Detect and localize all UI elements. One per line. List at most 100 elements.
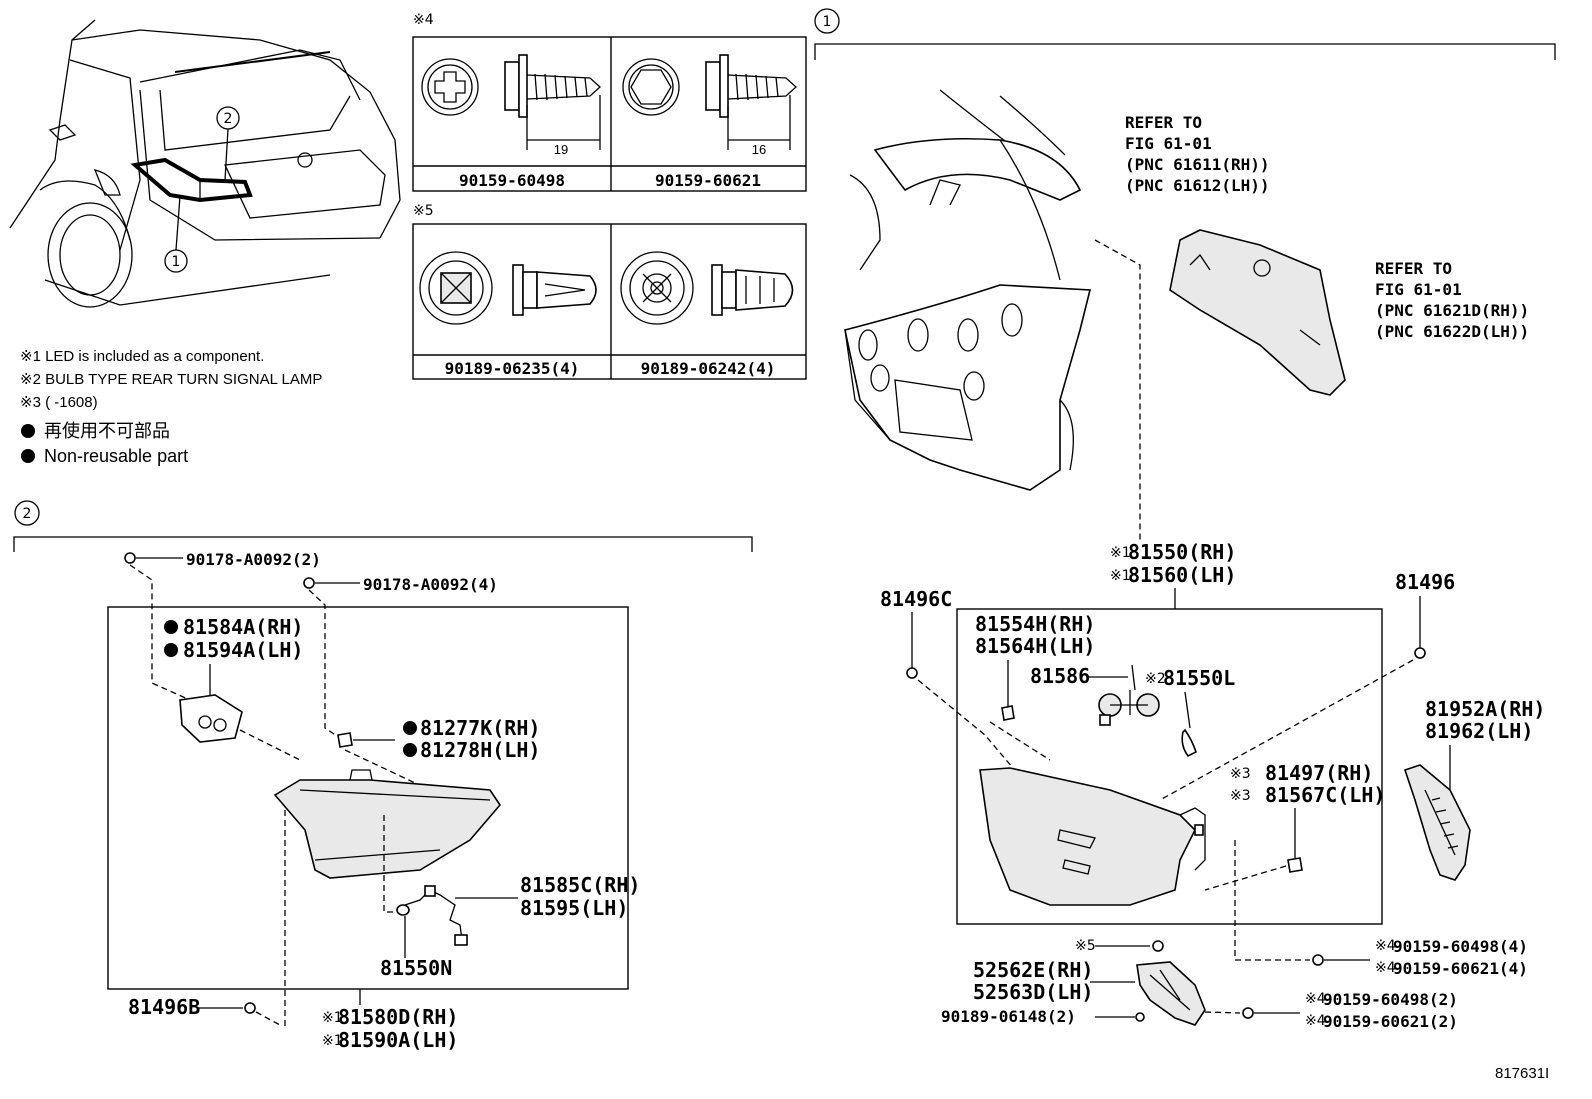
screw-icon bbox=[906, 667, 918, 679]
mark-5-heading: ※5 bbox=[413, 203, 434, 219]
callout-2-overview: 2 bbox=[224, 111, 233, 127]
rear-lamp-inner bbox=[273, 779, 502, 879]
part-81564H-LH: 81564H(LH) bbox=[975, 634, 1095, 658]
screw-icon bbox=[1312, 954, 1324, 966]
part-90159-60498-box: 90159-60498 bbox=[459, 171, 565, 190]
part-81496C: 81496C bbox=[880, 587, 952, 611]
part-81590A-LH: 81590A(LH) bbox=[338, 1028, 458, 1052]
clip-2-icon bbox=[620, 251, 794, 325]
part-90189-06242-box: 90189-06242(4) bbox=[641, 359, 776, 378]
callout-1-overview: 1 bbox=[172, 254, 181, 270]
part-81586: 81586 bbox=[1030, 664, 1090, 688]
refer-2-line2: FIG 61-01 bbox=[1375, 280, 1462, 299]
part-81277K-RH: 81277K(RH) bbox=[420, 716, 540, 740]
mark-4-b: ※4 bbox=[1375, 960, 1396, 976]
part-52562E-RH: 52562E(RH) bbox=[973, 958, 1093, 982]
part-81595-LH: 81595(LH) bbox=[520, 896, 628, 920]
refer-2-pnc-lh: (PNC 61622D(LH)) bbox=[1375, 322, 1529, 341]
non-reusable-dot-icon bbox=[21, 449, 35, 463]
part-90159-60621-2: 90159-60621(2) bbox=[1323, 1012, 1458, 1031]
lamp-cover-panel bbox=[1169, 229, 1346, 396]
legend-notes: ※1 LED is included as a component. ※2 BU… bbox=[20, 348, 322, 466]
part-81567C-LH: 81567C(LH) bbox=[1265, 783, 1385, 807]
clip-1-icon bbox=[419, 251, 597, 325]
screw-1-length: 19 bbox=[554, 142, 568, 157]
part-90159-60498-2: 90159-60498(2) bbox=[1323, 990, 1458, 1009]
non-reusable-dot-icon bbox=[164, 643, 178, 657]
screw-icon bbox=[1242, 1007, 1254, 1019]
tail-lamp-assembly bbox=[979, 767, 1206, 906]
mark-3-81567C: ※3 bbox=[1230, 788, 1251, 804]
refer-2-pnc-rh: (PNC 61621D(RH)) bbox=[1375, 301, 1529, 320]
mark-1-81580D: ※1 bbox=[322, 1010, 343, 1026]
screw-icon bbox=[124, 552, 136, 564]
refer-1-pnc-lh: (PNC 61612(LH)) bbox=[1125, 176, 1270, 195]
seal-part bbox=[337, 732, 353, 748]
mark-4-heading: ※4 bbox=[413, 12, 434, 28]
mark-1-81550: ※1 bbox=[1110, 545, 1131, 561]
non-reusable-dot-icon bbox=[403, 743, 417, 757]
part-81497-RH: 81497(RH) bbox=[1265, 761, 1373, 785]
bulb-socket-icon bbox=[1098, 664, 1160, 726]
part-90189-06235-box: 90189-06235(4) bbox=[445, 359, 580, 378]
screw-phillips-icon: 19 bbox=[421, 54, 601, 157]
part-90159-60621-4: 90159-60621(4) bbox=[1393, 959, 1528, 978]
refer-1-pnc-rh: (PNC 61611(RH)) bbox=[1125, 155, 1270, 174]
part-81496: 81496 bbox=[1395, 570, 1455, 594]
mark-1-81560: ※1 bbox=[1110, 568, 1131, 584]
part-81496B: 81496B bbox=[128, 995, 200, 1019]
note-non-reusable-en: Non-reusable part bbox=[44, 446, 188, 466]
part-81554H-RH: 81554H(RH) bbox=[975, 612, 1095, 636]
screw-2-length: 16 bbox=[752, 142, 766, 157]
mark-3-81497: ※3 bbox=[1230, 766, 1251, 782]
vehicle-overview: 2 1 bbox=[9, 19, 401, 308]
part-81550L: 81550L bbox=[1163, 666, 1235, 690]
bulb-icon bbox=[396, 904, 410, 916]
figure-id: 817631I bbox=[1495, 1065, 1549, 1082]
callout-2-section: 2 bbox=[23, 506, 32, 522]
note-non-reusable-jp: 再使用不可部品 bbox=[44, 421, 170, 441]
mark-4-a: ※4 bbox=[1375, 938, 1396, 954]
fastener-section-5: ※5 90189-06235(4) 90189-06242(4) bbox=[412, 203, 807, 380]
non-reusable-dot-icon bbox=[403, 721, 417, 735]
bulb-icon bbox=[1181, 728, 1197, 758]
callout-1-section: 1 bbox=[823, 14, 832, 30]
part-81962-LH: 81962(LH) bbox=[1425, 719, 1533, 743]
reflector-bracket bbox=[1403, 764, 1471, 881]
note-bulb: ※2 BULB TYPE REAR TURN SIGNAL LAMP bbox=[20, 371, 322, 388]
fastener-section-4: ※4 19 90159-60498 bbox=[412, 12, 807, 192]
clip-icon bbox=[1152, 940, 1164, 952]
part-81278H-LH: 81278H(LH) bbox=[420, 738, 540, 762]
part-90159-60498-4: 90159-60498(4) bbox=[1393, 937, 1528, 956]
non-reusable-dot-icon bbox=[21, 424, 35, 438]
refer-2-line1: REFER TO bbox=[1375, 259, 1452, 278]
seal-part bbox=[1001, 705, 1015, 721]
mark-4-d: ※4 bbox=[1305, 1013, 1326, 1029]
seal-part bbox=[1287, 857, 1303, 873]
screw-icon bbox=[244, 1002, 256, 1014]
section-1-assembly: 1 REFER TO FIG 61-01 (PNC 61611(RH)) (PN… bbox=[814, 8, 1556, 1031]
rear-body-panel bbox=[844, 89, 1092, 491]
part-81550N: 81550N bbox=[380, 956, 452, 980]
part-81584A-RH: 81584A(RH) bbox=[183, 615, 303, 639]
lamp-bracket bbox=[1136, 961, 1206, 1026]
part-81560-LH: 81560(LH) bbox=[1128, 563, 1236, 587]
refer-1-line1: REFER TO bbox=[1125, 113, 1202, 132]
mark-4-c: ※4 bbox=[1305, 991, 1326, 1007]
screw-hex-icon: 16 bbox=[622, 54, 797, 157]
part-90189-06148: 90189-06148(2) bbox=[941, 1007, 1076, 1026]
mark-2-81550L: ※2 bbox=[1145, 671, 1166, 687]
note-serial: ※3 ( -1608) bbox=[20, 394, 98, 411]
part-90178-A0092-4: 90178-A0092(4) bbox=[363, 575, 498, 594]
part-81580D-RH: 81580D(RH) bbox=[338, 1005, 458, 1029]
non-reusable-dot-icon bbox=[164, 620, 178, 634]
part-81585C-RH: 81585C(RH) bbox=[520, 873, 640, 897]
gasket-part bbox=[179, 694, 243, 743]
part-81550-RH: 81550(RH) bbox=[1128, 540, 1236, 564]
part-90159-60621-box: 90159-60621 bbox=[655, 171, 761, 190]
screw-icon bbox=[303, 577, 315, 589]
part-52563D-LH: 52563D(LH) bbox=[973, 980, 1093, 1004]
part-81594A-LH: 81594A(LH) bbox=[183, 638, 303, 662]
refer-1-line2: FIG 61-01 bbox=[1125, 134, 1212, 153]
